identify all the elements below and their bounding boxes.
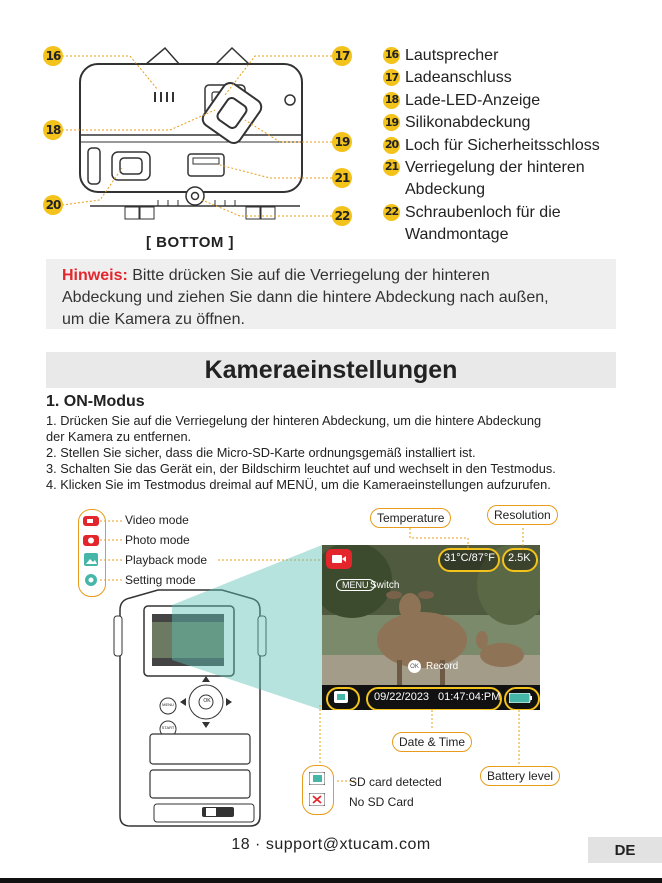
device-button-ok[interactable]: OK <box>203 698 211 704</box>
screen-time: 01:47:04:PM <box>438 691 501 703</box>
camera-back-device <box>113 589 267 827</box>
note-box: Hinweis: Bitte drücken Sie auf die Verri… <box>46 259 616 329</box>
legend-label: Silikonabdeckung <box>405 114 531 132</box>
date-time-tag: Date & Time <box>392 732 473 752</box>
callout-badge-17: 17 <box>332 46 352 66</box>
note-prefix: Hinweis: <box>62 267 128 284</box>
legend-item-19: 19 Silikonabdeckung <box>383 112 653 134</box>
legend-label: Loch für Sicherheitsschloss <box>405 136 600 154</box>
bottom-view-label: [ BOTTOM ] <box>146 234 235 251</box>
callout-badge-22: 22 <box>332 206 352 226</box>
screen-callout-lines <box>319 528 524 782</box>
date-time-pill <box>366 687 502 710</box>
no-sd-icon <box>309 793 325 806</box>
mode-label-video: Video mode <box>125 513 189 527</box>
legend-label: Verriegelung der hinteren <box>405 159 585 177</box>
note-line-1: Bitte drücken Sie auf die Verriegelung d… <box>127 267 490 284</box>
screen-date: 09/22/2023 <box>374 691 430 703</box>
mode-icons-pill <box>78 509 106 597</box>
subsection-title: 1. ON-Modus <box>46 393 145 410</box>
note-line-3: um die Kamera zu öffnen. <box>62 311 245 328</box>
playback-mode-icon <box>84 553 98 566</box>
legend-badge: 20 <box>383 136 400 154</box>
legend-badge: 19 <box>383 114 400 132</box>
legend-badge: 21 <box>383 159 400 177</box>
callout-badge-18: 18 <box>43 120 63 140</box>
battery-pill <box>504 687 540 710</box>
sd-detected-icon <box>309 772 325 785</box>
legend-badge: 22 <box>383 203 400 221</box>
steps-list: 1. Drücken Sie auf die Verriegelung der … <box>46 413 626 493</box>
temperature-tag: Temperature <box>370 508 452 528</box>
ok-button-hint[interactable]: OK <box>408 660 421 673</box>
callout-badge-19: 19 <box>332 132 352 152</box>
section-title: Kameraeinstellungen <box>46 352 616 388</box>
legend-badge: 16 <box>383 47 400 64</box>
step-line: der Kamera zu entfernen. <box>46 429 192 444</box>
temperature-pill <box>438 548 500 572</box>
legend-item-18: 18 Lade-LED-Anzeige <box>383 90 653 112</box>
note-line-2: Abdeckung und ziehen Sie dann die hinter… <box>62 289 549 306</box>
zoom-projection <box>172 545 322 710</box>
step-line: 3. Schalten Sie das Gerät ein, der Bilds… <box>46 461 556 476</box>
resolution-pill <box>502 548 538 572</box>
legend-label-cont: Abdeckung <box>405 181 486 199</box>
sd-card-icon <box>334 691 348 703</box>
legend-item-16: 16 Lautsprecher <box>383 45 653 67</box>
menu-button-hint[interactable]: MENU <box>336 579 375 591</box>
setting-mode-icon <box>85 574 97 586</box>
callout-badge-16: 16 <box>43 46 63 66</box>
photo-mode-icon <box>83 535 99 546</box>
enlarged-screen: 31°C/87°F 2.5K MENU Switch OK Record 09/… <box>322 545 540 710</box>
legend-label: Ladeanschluss <box>405 69 512 87</box>
legend-label: Lade-LED-Anzeige <box>405 91 541 109</box>
legend-item-17: 17 Ladeanschluss <box>383 67 653 89</box>
screen-temperature: 31°C/87°F <box>444 552 495 564</box>
sd-detected-label: SD card detected <box>349 775 442 789</box>
resolution-tag: Resolution <box>487 505 558 525</box>
step-line: 1. Drücken Sie auf die Verriegelung der … <box>46 413 542 428</box>
language-tab: DE <box>588 837 662 863</box>
mode-label-photo: Photo mode <box>125 533 190 547</box>
step-line: 2. Stellen Sie sicher, dass die Micro-SD… <box>46 445 476 460</box>
no-sd-label: No SD Card <box>349 795 414 809</box>
sd-icons-pill <box>302 765 334 815</box>
device-button-menu[interactable]: MENU <box>162 702 174 707</box>
video-mode-indicator <box>326 549 352 569</box>
step-line: 4. Klicken Sie im Testmodus dreimal auf … <box>46 477 551 492</box>
legend-label: Lautsprecher <box>405 47 499 64</box>
page-footer: 18 · support@xtucam.com <box>231 836 431 853</box>
legend-badge: 18 <box>383 91 400 109</box>
mode-label-setting: Setting mode <box>125 573 196 587</box>
record-hint: Record <box>426 661 459 672</box>
legend-item-20: 20 Loch für Sicherheitsschloss <box>383 135 653 157</box>
legend-label-cont: Wandmontage <box>405 226 509 244</box>
legend-badge: 17 <box>383 69 400 87</box>
camera-bottom-diagram <box>61 46 332 220</box>
bottom-rule <box>0 878 662 883</box>
mode-label-playback: Playback mode <box>125 553 208 567</box>
callout-badge-21: 21 <box>332 168 352 188</box>
screen-resolution: 2.5K <box>508 552 531 564</box>
callout-badge-20: 20 <box>43 195 63 215</box>
device-button-start[interactable]: START <box>161 725 175 730</box>
battery-tag: Battery level <box>480 766 561 786</box>
video-camera-icon <box>332 555 346 563</box>
legend-label: Schraubenloch für die <box>405 203 561 221</box>
sd-card-pill <box>326 687 360 710</box>
switch-hint: Switch <box>370 580 400 591</box>
video-mode-icon <box>83 516 99 526</box>
battery-icon <box>509 693 532 703</box>
parts-legend: 16 Lautsprecher 17 Ladeanschluss 18 Lade-LE… <box>383 45 653 247</box>
